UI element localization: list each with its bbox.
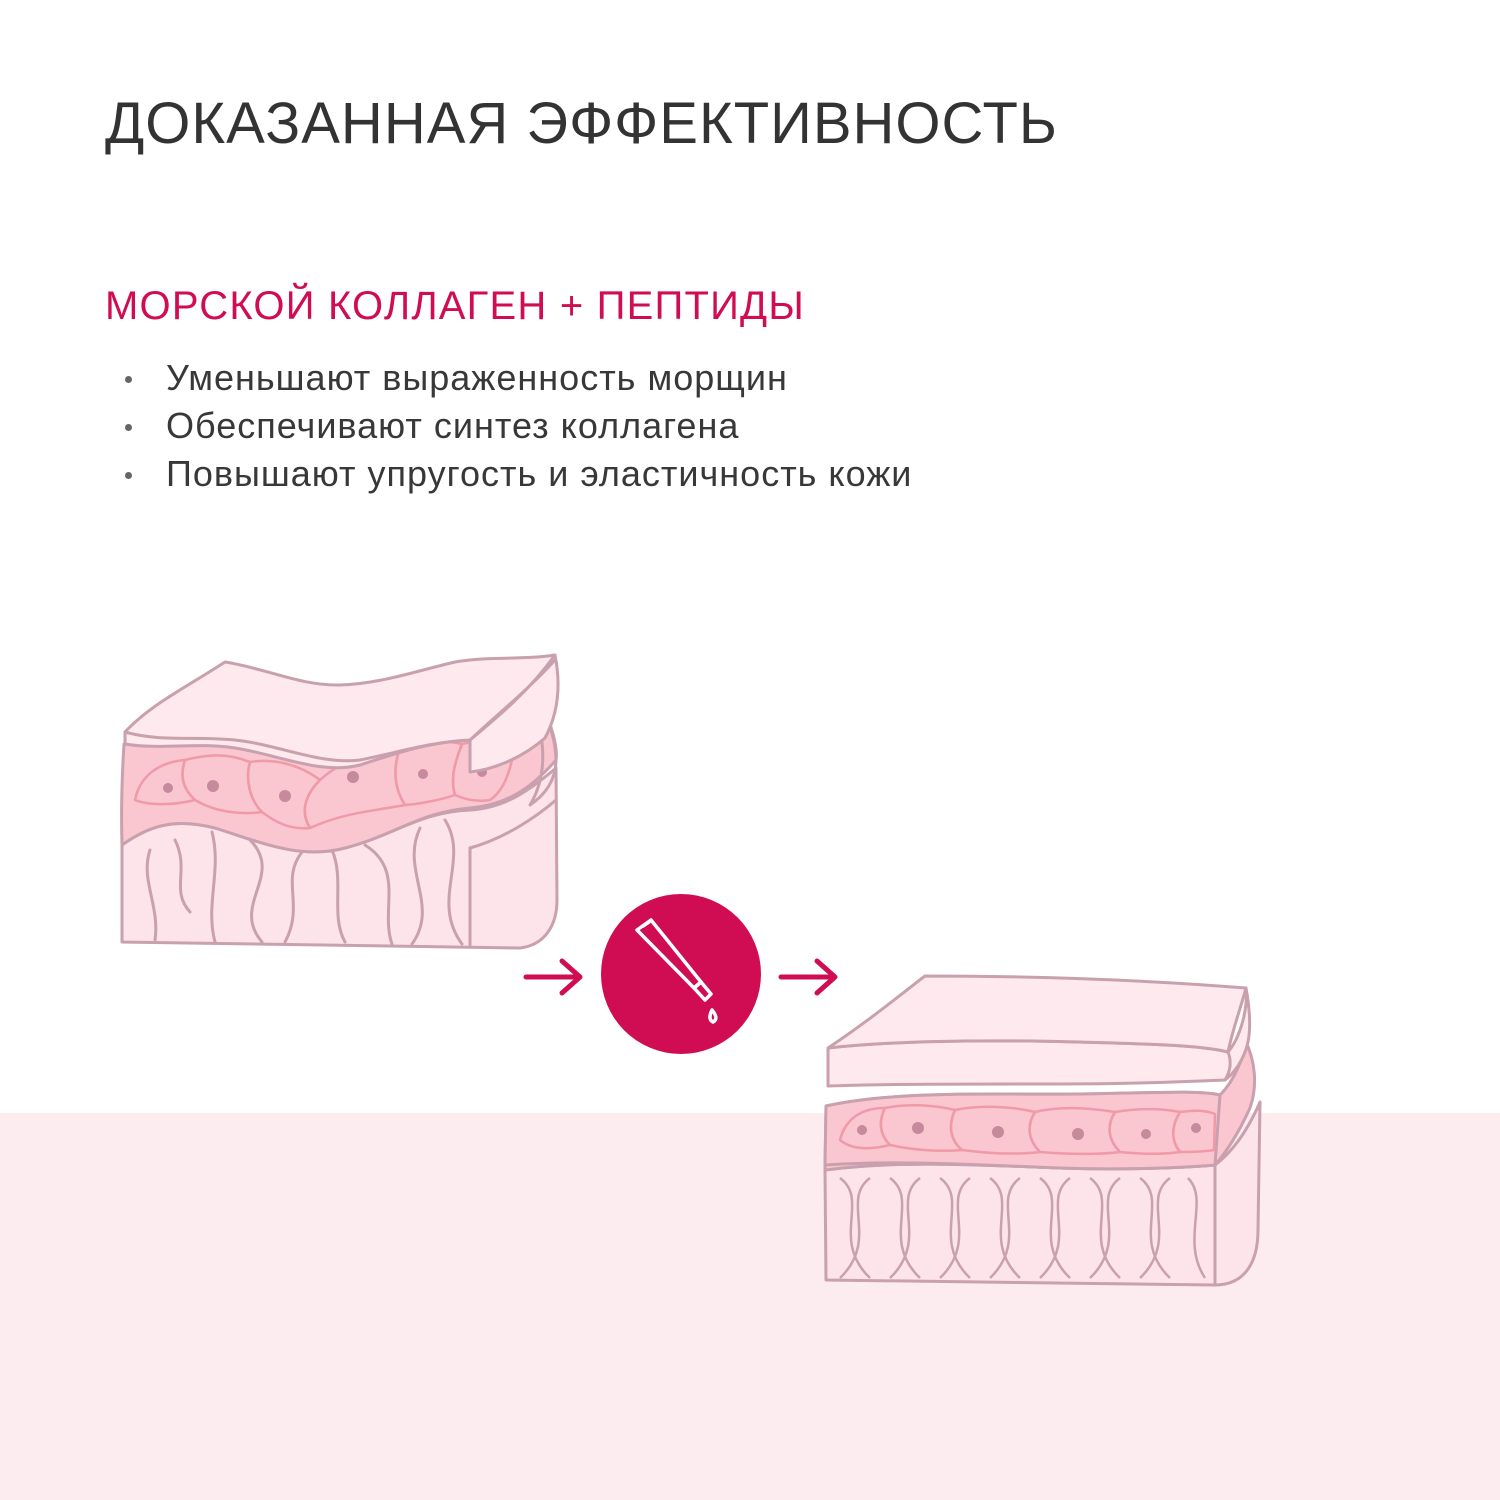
bottom-pink-band <box>0 1113 1500 1500</box>
bullet-dot <box>125 424 132 431</box>
arrow-right-icon <box>523 958 583 996</box>
arrow-right-icon <box>778 958 838 996</box>
benefit-text: Обеспечивают синтез коллагена <box>166 405 740 446</box>
section-heading: МОРСКОЙ КОЛЛАГЕН + ПЕПТИДЫ <box>105 284 805 328</box>
cream-tube-drop-icon <box>601 894 761 1054</box>
benefit-text: Уменьшают выраженность морщин <box>166 357 788 398</box>
bullet-dot <box>125 376 132 383</box>
smooth-skin-layers-icon <box>823 974 1262 1287</box>
bullet-dot <box>125 472 132 479</box>
page-title: ДОКАЗАННАЯ ЭФФЕКТИВНОСТЬ <box>105 91 1058 156</box>
benefit-text: Повышают упругость и эластичность кожи <box>166 453 913 494</box>
wrinkled-skin-layers-icon <box>120 653 560 950</box>
